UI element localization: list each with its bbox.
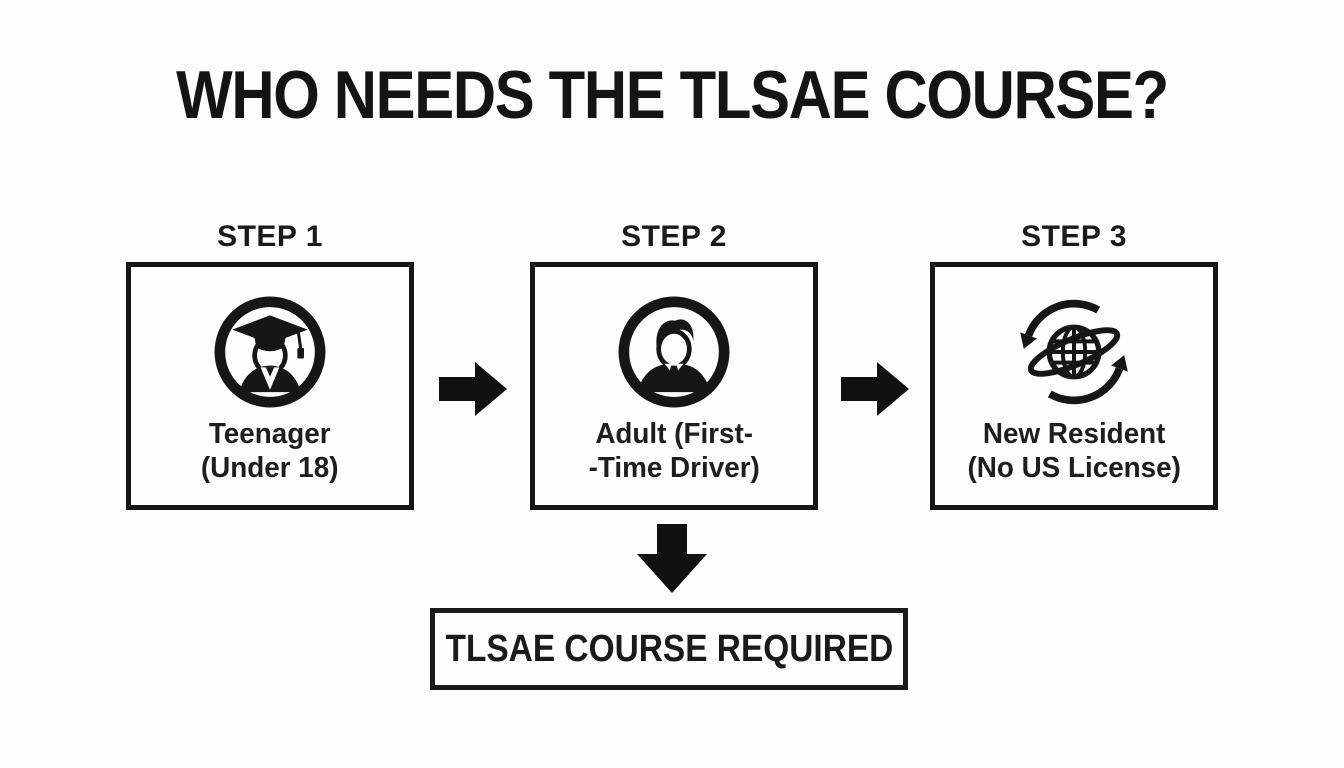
adult-driver-icon: [615, 293, 733, 411]
globe-icon: [1015, 293, 1133, 411]
step-2-caption-line1: Adult (First-: [595, 418, 753, 450]
step-1-label: STEP 1: [217, 220, 323, 253]
step-3-box: New Resident (No US License): [930, 262, 1218, 510]
step-1-group: STEP 1 Teenager (Under 18): [126, 220, 414, 510]
step-2-caption-line2: -Time Driver): [588, 452, 760, 484]
step-3-caption: New Resident (No US License): [967, 417, 1180, 485]
step-3-label: STEP 3: [1021, 220, 1127, 253]
arrow-right-icon: [841, 360, 911, 418]
step-2-box: Adult (First- -Time Driver): [530, 262, 818, 510]
graduate-icon: [211, 293, 329, 411]
arrow-down-icon: [636, 524, 708, 594]
step-1-caption-line1: Teenager: [209, 418, 331, 450]
step-1-box: Teenager (Under 18): [126, 262, 414, 510]
step-2-label: STEP 2: [621, 220, 727, 253]
arrow-right-icon: [439, 360, 509, 418]
page-title: WHO NEEDS THE TLSAE COURSE?: [176, 57, 1169, 133]
step-3-caption-line2: (No US License): [967, 452, 1181, 484]
step-3-caption-line1: New Resident: [982, 418, 1166, 450]
step-2-caption: Adult (First- -Time Driver): [588, 417, 759, 485]
step-3-group: STEP 3: [930, 220, 1218, 510]
result-label: TLSAE COURSE REQUIRED: [445, 627, 893, 670]
step-2-group: STEP 2 Adult (First- -Time Driver): [530, 220, 818, 510]
step-1-caption-line2: (Under 18): [201, 452, 339, 484]
step-1-caption: Teenager (Under 18): [201, 417, 339, 485]
result-box: TLSAE COURSE REQUIRED: [430, 608, 908, 690]
